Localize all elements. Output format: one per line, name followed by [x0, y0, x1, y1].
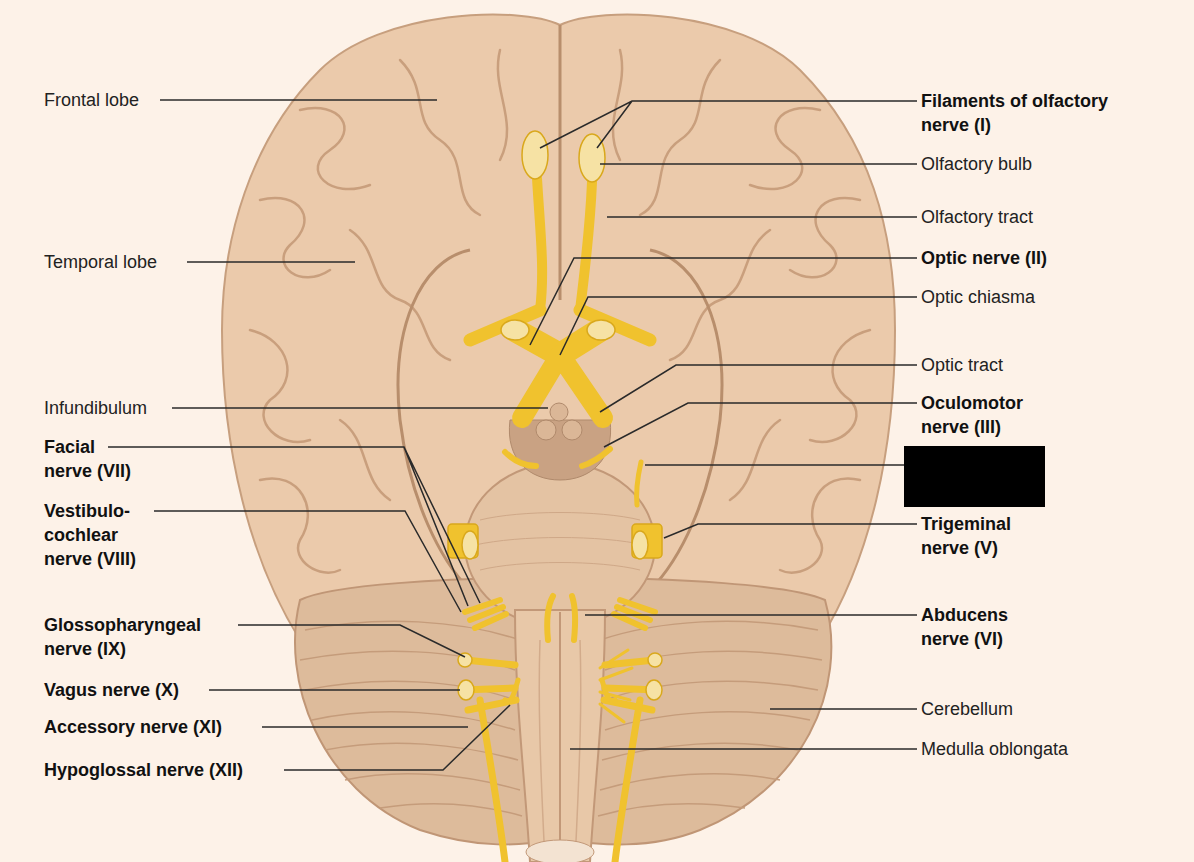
part-label: Infundibulum	[44, 396, 147, 420]
nerve-label: Filaments of olfactory nerve (I)	[921, 89, 1109, 137]
part-label: Frontal lobe	[44, 88, 139, 112]
part-label: Cerebellum	[921, 697, 1013, 721]
leader-lines	[108, 100, 917, 770]
mammillary	[536, 420, 556, 440]
nerve-label: Hypoglossal nerve (XII)	[44, 758, 243, 782]
part-label: Optic tract	[921, 353, 1003, 377]
cerebrum	[222, 14, 895, 640]
part-label: Optic chiasma	[921, 285, 1035, 309]
part-label: Olfactory tract	[921, 205, 1033, 229]
pons	[465, 463, 655, 627]
nerve-label: Accessory nerve (XI)	[44, 715, 222, 739]
medulla	[515, 610, 605, 862]
part-label: Olfactory bulb	[921, 152, 1032, 176]
nerve-label: Trigeminal nerve (V)	[921, 512, 1043, 560]
mammillary	[562, 420, 582, 440]
nerve-label: Vestibulo- cochlear nerve (VIII)	[44, 499, 166, 571]
spinal-cord-cut	[526, 840, 594, 862]
nerve-label: Oculomotor nerve (III)	[921, 391, 1053, 439]
nerve-label: Abducens nerve (VI)	[921, 603, 1043, 651]
pons-striations	[475, 513, 645, 571]
cranial-nerves	[462, 178, 658, 862]
part-label: Temporal lobe	[44, 250, 157, 274]
pyramids	[539, 640, 581, 862]
medulla-midline	[559, 612, 561, 862]
longitudinal-fissure	[559, 25, 562, 300]
hypothalamus	[509, 420, 610, 480]
nerve-label: Optic nerve (II)	[921, 246, 1047, 270]
nerve-label: Glossopharyngeal nerve (IX)	[44, 613, 222, 661]
nerve-label: Vagus nerve (X)	[44, 678, 179, 702]
part-label: Medulla oblongata	[921, 737, 1068, 761]
redaction-box	[904, 446, 1045, 507]
nerve-label: Facial nerve (VII)	[44, 435, 144, 483]
infundibulum-stalk	[550, 403, 568, 421]
